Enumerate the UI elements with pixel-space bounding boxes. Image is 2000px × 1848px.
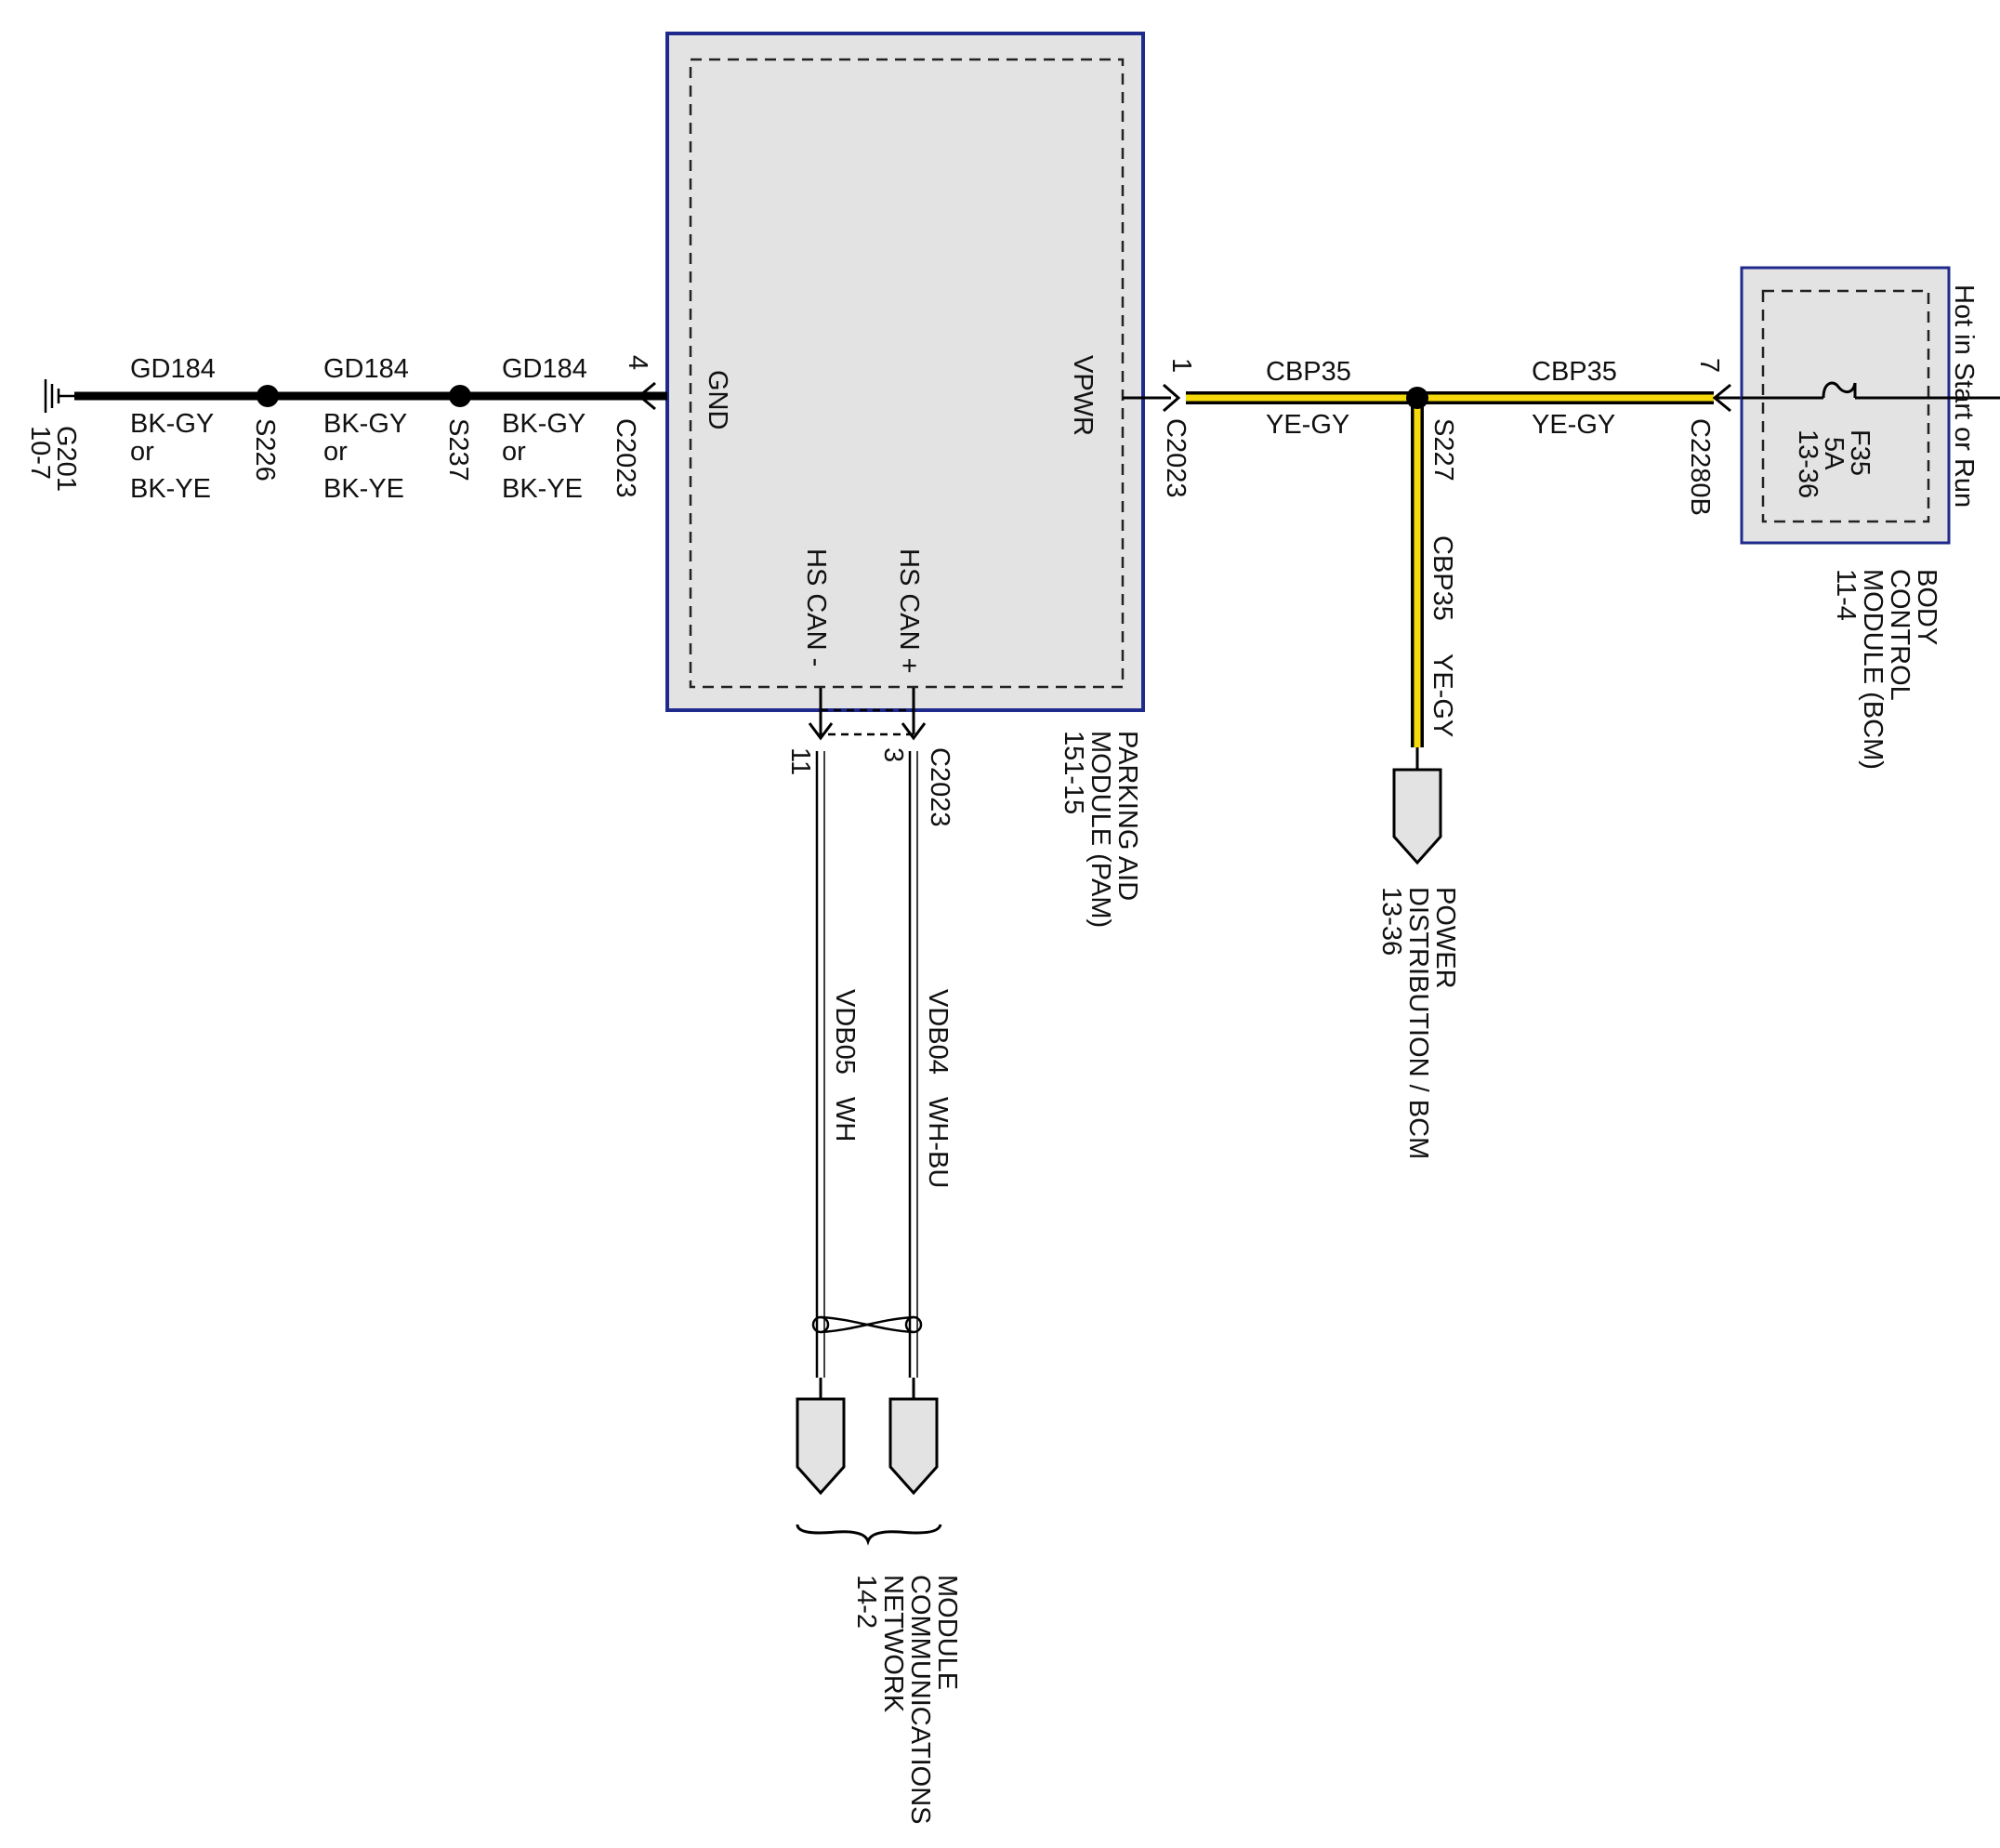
ground-label: G201 10-7 (25, 426, 81, 492)
ground-seg3-color-1: BK-GY (502, 409, 586, 439)
power-distribution-terminal-icon (1392, 768, 1442, 865)
pam-name: PARKING AID MODULE (PAM) 151-15 (1059, 731, 1142, 928)
network-destination-label: MODULE COMMUNICATIONS NETWORK 14-2 (851, 1575, 962, 1825)
bcm-box (1740, 266, 1951, 545)
ground-seg2-circuit: GD184 (323, 354, 409, 384)
can-connector-dashed-box (819, 708, 915, 736)
ground-seg1-color-3: BK-YE (130, 474, 211, 504)
fuse-page: 13-36 (1793, 429, 1822, 498)
vdb05-color-label: WH (830, 1097, 860, 1142)
twisted-pair-icon (811, 1315, 923, 1334)
pam-name-line-2: MODULE (PAM) (1086, 731, 1115, 928)
can-minus-chevron-icon (808, 722, 834, 741)
pam-name-line-1: PARKING AID (1112, 731, 1142, 901)
power-wire-yellow (1186, 394, 1714, 402)
power-pin-right: 7 (1694, 358, 1724, 373)
network-dest-line-1: MODULE (932, 1575, 962, 1690)
can-plus-terminal-icon (888, 1397, 939, 1496)
ground-seg2-color-2: or (323, 437, 348, 467)
ground-page: 10-7 (25, 426, 55, 480)
power-connector-right: C2280B (1685, 418, 1715, 516)
power-dest-line-3: 13-36 (1376, 887, 1406, 956)
hs-can-plus-label: HS CAN + (894, 548, 924, 674)
gnd-pin-label: GND (703, 370, 732, 429)
network-dest-line-2: COMMUNICATIONS (905, 1575, 935, 1825)
splice-s226-dot (257, 385, 279, 407)
fuse-rating: 5A (1819, 437, 1849, 470)
ground-id: G201 (51, 426, 81, 492)
splice-s226-label: S226 (250, 418, 280, 482)
bcm-name-line-2: CONTROL (1885, 569, 1914, 701)
power-dest-line-1: POWER (1430, 887, 1460, 989)
splice-s227-dot (1406, 387, 1428, 409)
branch-circuit-label: CBP35 (1428, 535, 1457, 621)
ground-seg1-circuit: GD184 (130, 354, 216, 384)
fuse-label: F35 5A 13-36 (1793, 429, 1875, 498)
power-seg1-circuit: CBP35 (1266, 357, 1351, 387)
ground-symbol-icon (44, 379, 74, 413)
ground-connector-chevron-icon (637, 381, 656, 411)
branch-color-label: YE-GY (1428, 653, 1457, 737)
vdb05-circuit-label: VDB05 (830, 989, 860, 1075)
pam-inner-dashed-border (689, 58, 1125, 689)
ground-pin-number: 4 (623, 355, 652, 370)
hot-in-start-or-run-label: Hot in Start or Run (1949, 284, 1979, 508)
can-pin-plus: 3 (878, 747, 908, 762)
network-brace-icon (796, 1524, 942, 1546)
ground-circuit: G201 10-7 S226 S237 GD184 BK-GY or BK-YE… (25, 354, 667, 504)
ground-seg2-color-3: BK-YE (323, 474, 404, 504)
pam-box (665, 32, 1145, 712)
ground-seg2-color-1: BK-GY (323, 409, 407, 439)
power-seg2-color: YE-GY (1532, 410, 1615, 440)
bcm-name-line-1: BODY (1912, 569, 1941, 645)
power-seg2-circuit: CBP35 (1532, 357, 1617, 387)
ground-seg1-color-2: or (130, 437, 154, 467)
bcm-inner-dashed-border (1761, 289, 1930, 523)
bcm-name: BODY CONTROL MODULE (BCM) 11-4 (1831, 569, 1941, 770)
splice-s237-label: S237 (443, 418, 473, 482)
power-pin-left: 1 (1166, 358, 1196, 373)
can-plus-chevron-icon (901, 722, 927, 741)
power-connector-left: C2023 (1161, 418, 1191, 497)
can-connector-id: C2023 (925, 747, 954, 826)
power-connector-left-chevron-icon (1163, 383, 1181, 413)
ground-seg3-color-3: BK-YE (502, 474, 583, 504)
branch-wire-yellow (1414, 398, 1421, 747)
fuse-icon (1822, 381, 1857, 399)
pam-name-line-3: 151-15 (1059, 731, 1088, 814)
bcm-name-line-3: MODULE (BCM) (1858, 569, 1888, 770)
power-dest-line-2: DISTRIBUTION / BCM (1403, 887, 1433, 1159)
hs-can-minus-label: HS CAN - (801, 548, 831, 667)
splice-s237-dot (449, 385, 471, 407)
bcm-name-line-4: 11-4 (1831, 569, 1861, 621)
ground-seg3-circuit: GD184 (502, 354, 587, 384)
vdb04-color-label: WH-BU (923, 1097, 953, 1188)
ground-connector-id: C2023 (611, 418, 640, 497)
vdb04-circuit-label: VDB04 (923, 989, 953, 1075)
power-seg1-color: YE-GY (1266, 410, 1349, 440)
splice-s227-label: S227 (1428, 418, 1458, 482)
can-minus-terminal-icon (796, 1397, 846, 1496)
parking-aid-module: GND VPWR HS CAN - HS CAN + PARKING AID M… (665, 32, 1145, 928)
power-distribution-label: POWER DISTRIBUTION / BCM 13-36 (1376, 887, 1460, 1159)
network-dest-line-3: NETWORK (878, 1575, 908, 1713)
fuse-id: F35 (1845, 429, 1875, 476)
vpwr-pin-label: VPWR (1068, 355, 1098, 436)
power-connector-right-chevron-icon (1712, 383, 1731, 413)
can-pin-minus: 11 (785, 747, 815, 775)
network-dest-line-4: 14-2 (851, 1575, 881, 1629)
hs-can-circuit: 11 3 C2023 VDB05 WH VDB04 WH-BU MODULE C… (785, 688, 962, 1825)
ground-seg3-color-2: or (502, 437, 526, 467)
body-control-module: F35 5A 13-36 Hot in Start or Run BODY CO… (1740, 266, 2000, 770)
ground-seg1-color-1: BK-GY (130, 409, 214, 439)
power-circuit: 1 C2023 CBP35 YE-GY CBP35 YE-GY S227 CBP… (1123, 357, 1742, 1159)
